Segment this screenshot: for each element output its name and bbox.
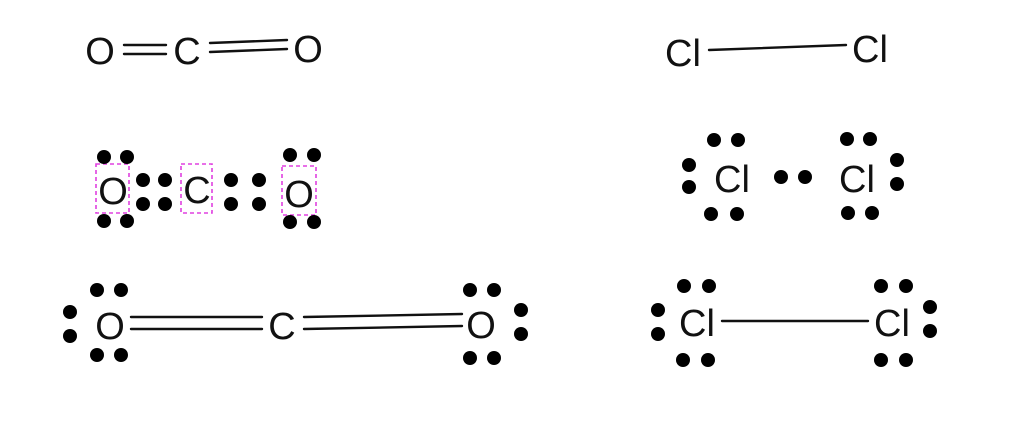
electron-dot <box>158 197 172 211</box>
co2-lewis-left-oxygen: O <box>95 306 125 348</box>
cl2-lewis-left-chlorine: Cl <box>679 303 715 345</box>
electron-dot <box>701 353 715 367</box>
electron-dot <box>923 300 937 314</box>
electron-dot <box>923 324 937 338</box>
electron-dot <box>707 133 721 147</box>
electron-dot <box>702 279 716 293</box>
cl2-structural-single-bond <box>707 43 848 52</box>
electron-dot <box>487 351 501 365</box>
co2-structural-carbon: C <box>173 31 200 73</box>
electron-dot <box>224 173 238 187</box>
electron-dot <box>651 327 665 341</box>
co2-lewis-right-double-bond-line2 <box>302 324 464 331</box>
electron-dot <box>890 153 904 167</box>
electron-dot <box>90 348 104 362</box>
co2-structural-left-oxygen: O <box>85 31 115 73</box>
electron-dot <box>865 206 879 220</box>
co2-dot-left-oxygen: O <box>98 171 128 213</box>
co2-electron-dot-structure: O C O <box>95 148 321 229</box>
co2-dot-right-oxygen-box <box>281 165 317 216</box>
electron-dot <box>774 170 788 184</box>
co2-structural-right-oxygen: O <box>293 29 323 71</box>
co2-lewis-structure: O C O <box>63 283 528 365</box>
electron-dot <box>514 327 528 341</box>
electron-dot <box>899 279 913 293</box>
electron-dot <box>863 132 877 146</box>
electron-dot <box>283 148 297 162</box>
electron-dot <box>651 303 665 317</box>
co2-lewis-right-double-bond-line1 <box>302 312 464 319</box>
electron-dot <box>899 353 913 367</box>
electron-dot <box>283 215 297 229</box>
co2-dot-right-oxygen: O <box>284 174 314 216</box>
electron-dot <box>798 170 812 184</box>
co2-structural-formula: O C O <box>85 29 323 73</box>
electron-dot <box>120 150 134 164</box>
co2-dot-left-oxygen-box <box>95 163 130 214</box>
electron-dot <box>840 132 854 146</box>
electron-dot <box>252 173 266 187</box>
electron-dot <box>63 329 77 343</box>
electron-dot <box>307 215 321 229</box>
co2-lewis-carbon: C <box>268 306 295 348</box>
electron-dot <box>120 214 134 228</box>
cl2-lewis-right-chlorine: Cl <box>874 303 910 345</box>
electron-dot <box>841 206 855 220</box>
electron-dot <box>114 283 128 297</box>
electron-dot <box>487 283 501 297</box>
electron-dot <box>874 279 888 293</box>
electron-dot <box>252 197 266 211</box>
electron-dot <box>97 150 111 164</box>
electron-dot <box>224 197 238 211</box>
electron-dot <box>114 348 128 362</box>
cl2-electron-dot-structure: Cl Cl <box>682 132 904 221</box>
cl2-lewis-structure: Cl Cl <box>651 279 937 367</box>
cl2-structural-left-chlorine: Cl <box>665 33 701 75</box>
electron-dot <box>682 180 696 194</box>
electron-dot <box>731 133 745 147</box>
cl2-dot-left-chlorine: Cl <box>714 159 750 201</box>
electron-dot <box>682 158 696 172</box>
electron-dot <box>677 279 691 293</box>
co2-dot-carbon: C <box>183 170 210 212</box>
co2-structural-right-double-bond-line2 <box>208 47 289 54</box>
electron-dot <box>730 207 744 221</box>
electron-dot <box>63 305 77 319</box>
electron-dot <box>158 173 172 187</box>
cl2-structural-right-chlorine: Cl <box>852 29 888 71</box>
electron-dot <box>463 283 477 297</box>
electron-dot <box>874 353 888 367</box>
co2-lewis-right-oxygen: O <box>466 305 496 347</box>
electron-dot <box>704 207 718 221</box>
co2-dot-carbon-box <box>180 163 213 214</box>
co2-structural-right-double-bond-line1 <box>208 38 289 45</box>
electron-dot <box>307 148 321 162</box>
cl2-structural-formula: Cl Cl <box>665 29 888 75</box>
electron-dot <box>136 173 150 187</box>
electron-dot <box>136 197 150 211</box>
electron-dot <box>97 214 111 228</box>
electron-dot <box>890 177 904 191</box>
electron-dot <box>463 351 477 365</box>
cl2-dot-right-chlorine: Cl <box>839 159 875 201</box>
electron-dot <box>90 283 104 297</box>
electron-dot <box>514 303 528 317</box>
electron-dot <box>676 353 690 367</box>
